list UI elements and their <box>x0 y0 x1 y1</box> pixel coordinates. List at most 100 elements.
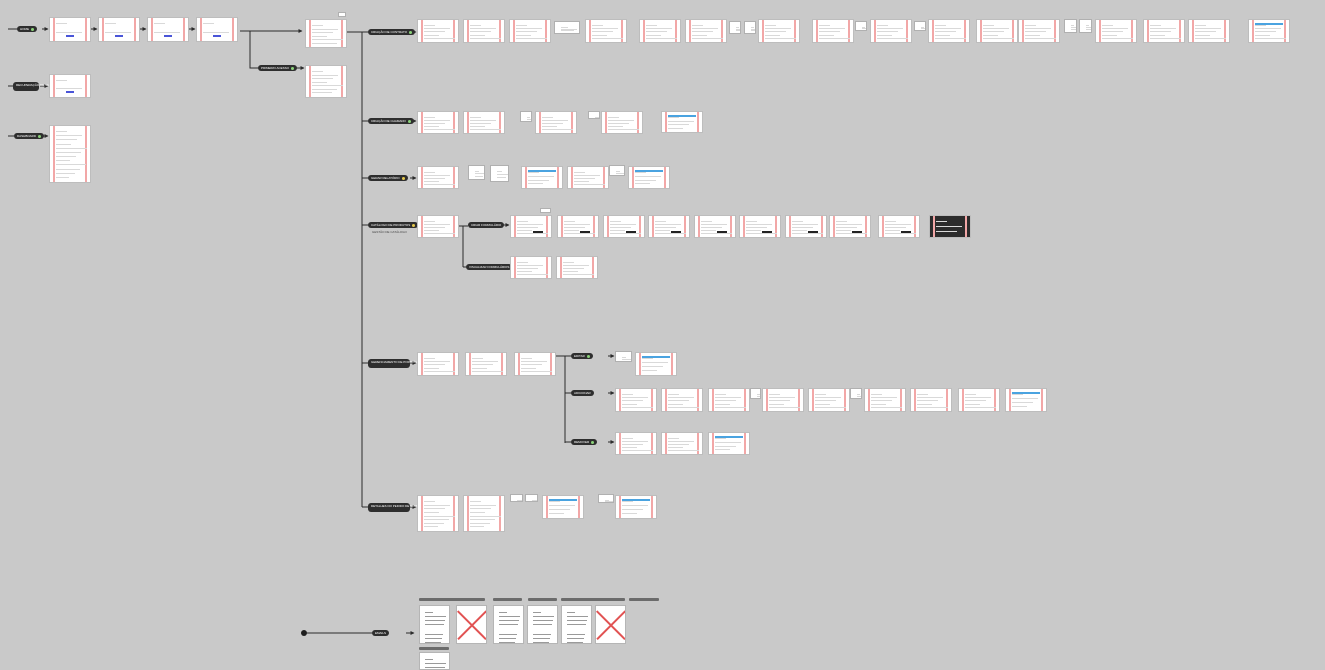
screen-thumbnail[interactable] <box>463 495 505 532</box>
screen-thumbnail[interactable] <box>1018 19 1060 43</box>
screen-thumbnail[interactable] <box>603 215 645 238</box>
text-line-placeholder <box>635 175 662 177</box>
screen-thumbnail[interactable] <box>601 111 643 134</box>
screen-thumbnail[interactable] <box>758 19 800 43</box>
screen-thumbnail[interactable] <box>542 495 584 519</box>
screen-thumbnail[interactable] <box>556 256 598 279</box>
rejected-email-template[interactable] <box>595 605 626 644</box>
screen-thumbnail[interactable] <box>1248 19 1290 43</box>
screen-thumbnail[interactable] <box>417 495 459 532</box>
screen-thumbnail[interactable] <box>1143 19 1185 43</box>
screen-thumbnail[interactable] <box>196 17 238 42</box>
start-node-icon <box>301 630 307 636</box>
screen-thumbnail[interactable] <box>490 165 509 182</box>
screen-thumbnail[interactable] <box>639 19 681 43</box>
screen-thumbnail[interactable] <box>739 215 781 238</box>
screen-thumbnail[interactable] <box>708 388 750 412</box>
screen-thumbnail[interactable] <box>1005 388 1047 412</box>
text-line-placeholder <box>736 30 740 32</box>
screen-thumbnail[interactable] <box>694 215 736 238</box>
screen-thumbnail[interactable] <box>928 19 970 43</box>
screen-thumbnail[interactable] <box>615 495 657 519</box>
screen-thumbnail[interactable] <box>521 166 563 189</box>
screen-thumbnail[interactable] <box>520 111 532 122</box>
screen-thumbnail[interactable] <box>976 19 1018 43</box>
screen-thumbnail[interactable] <box>567 166 609 189</box>
screen-thumbnail[interactable] <box>685 19 727 43</box>
screen-thumbnail[interactable] <box>510 215 552 238</box>
screen-thumbnail[interactable] <box>808 388 850 412</box>
screen-thumbnail[interactable] <box>878 215 920 238</box>
screen-thumbnail[interactable] <box>628 166 670 189</box>
screen-thumbnail[interactable] <box>708 432 750 455</box>
screen-thumbnail[interactable] <box>910 388 952 412</box>
screen-thumbnail[interactable] <box>615 432 657 455</box>
screen-thumbnail[interactable] <box>417 166 459 189</box>
screen-thumbnail[interactable] <box>463 111 505 134</box>
screen-thumbnail[interactable] <box>762 388 804 412</box>
safe-margin-right <box>1054 20 1056 42</box>
rejected-email-template[interactable] <box>456 605 487 644</box>
screen-thumbnail[interactable] <box>588 111 600 119</box>
email-template[interactable] <box>527 605 558 644</box>
screen-thumbnail[interactable] <box>509 19 551 43</box>
screen-thumbnail[interactable] <box>510 494 523 502</box>
screen-thumbnail[interactable] <box>1095 19 1137 43</box>
screen-thumbnail[interactable] <box>557 215 599 238</box>
screen-thumbnail[interactable] <box>535 111 577 134</box>
screen-thumbnail[interactable] <box>465 352 507 376</box>
screen-thumbnail[interactable] <box>49 17 91 42</box>
screen-thumbnail[interactable] <box>744 21 756 34</box>
screen-thumbnail[interactable] <box>864 388 906 412</box>
screen-thumbnail[interactable] <box>463 19 505 43</box>
screen-thumbnail[interactable] <box>417 352 459 376</box>
screen-thumbnail[interactable] <box>305 19 347 48</box>
screen-thumbnail[interactable] <box>609 165 625 176</box>
screen-thumbnail[interactable] <box>147 17 189 42</box>
screen-thumbnail[interactable] <box>417 111 459 134</box>
screen-thumbnail[interactable] <box>468 165 485 180</box>
screen-thumbnail[interactable] <box>525 494 538 502</box>
text-line-placeholder <box>105 23 116 24</box>
screen-thumbnail[interactable] <box>785 215 827 238</box>
screen-thumbnail[interactable] <box>49 74 91 98</box>
screen-thumbnail[interactable] <box>540 208 551 213</box>
screen-thumbnail[interactable] <box>850 388 862 399</box>
screen-thumbnail[interactable] <box>615 388 657 412</box>
email-template[interactable] <box>561 605 592 644</box>
screen-thumbnail[interactable] <box>958 388 1000 412</box>
screen-thumbnail[interactable] <box>1079 19 1092 33</box>
screen-thumbnail[interactable] <box>1188 19 1230 43</box>
screen-thumbnail[interactable] <box>929 215 971 238</box>
screen-thumbnail[interactable] <box>417 215 459 238</box>
screen-thumbnail[interactable] <box>914 21 926 31</box>
screen-thumbnail[interactable] <box>585 19 627 43</box>
screen-thumbnail[interactable] <box>598 494 614 503</box>
screen-thumbnail[interactable] <box>855 21 867 31</box>
screen-thumbnail[interactable] <box>615 351 632 362</box>
screen-thumbnail[interactable] <box>510 256 552 279</box>
screen-thumbnail[interactable] <box>514 352 556 376</box>
screen-thumbnail[interactable] <box>750 388 761 399</box>
screen-thumbnail[interactable] <box>729 21 741 34</box>
screen-thumbnail[interactable] <box>554 21 580 34</box>
screen-thumbnail[interactable] <box>635 352 677 376</box>
screen-thumbnail[interactable] <box>829 215 871 238</box>
screen-thumbnail[interactable] <box>98 17 140 42</box>
email-template[interactable] <box>419 605 450 644</box>
screen-thumbnail[interactable] <box>812 19 854 43</box>
email-template[interactable] <box>493 605 524 644</box>
screen-thumbnail[interactable] <box>49 125 91 183</box>
safe-margin-right <box>744 433 746 454</box>
screen-thumbnail[interactable] <box>417 19 459 43</box>
email-template[interactable] <box>419 652 450 670</box>
screen-thumbnail[interactable] <box>648 215 690 238</box>
screen-thumbnail[interactable] <box>1064 19 1077 33</box>
screen-thumbnail[interactable] <box>338 12 346 17</box>
screen-thumbnail[interactable] <box>661 388 703 412</box>
screen-thumbnail[interactable] <box>305 65 347 98</box>
screen-thumbnail[interactable] <box>870 19 912 43</box>
safe-margin-left <box>1192 20 1194 42</box>
screen-thumbnail[interactable] <box>661 111 703 133</box>
screen-thumbnail[interactable] <box>661 432 703 455</box>
